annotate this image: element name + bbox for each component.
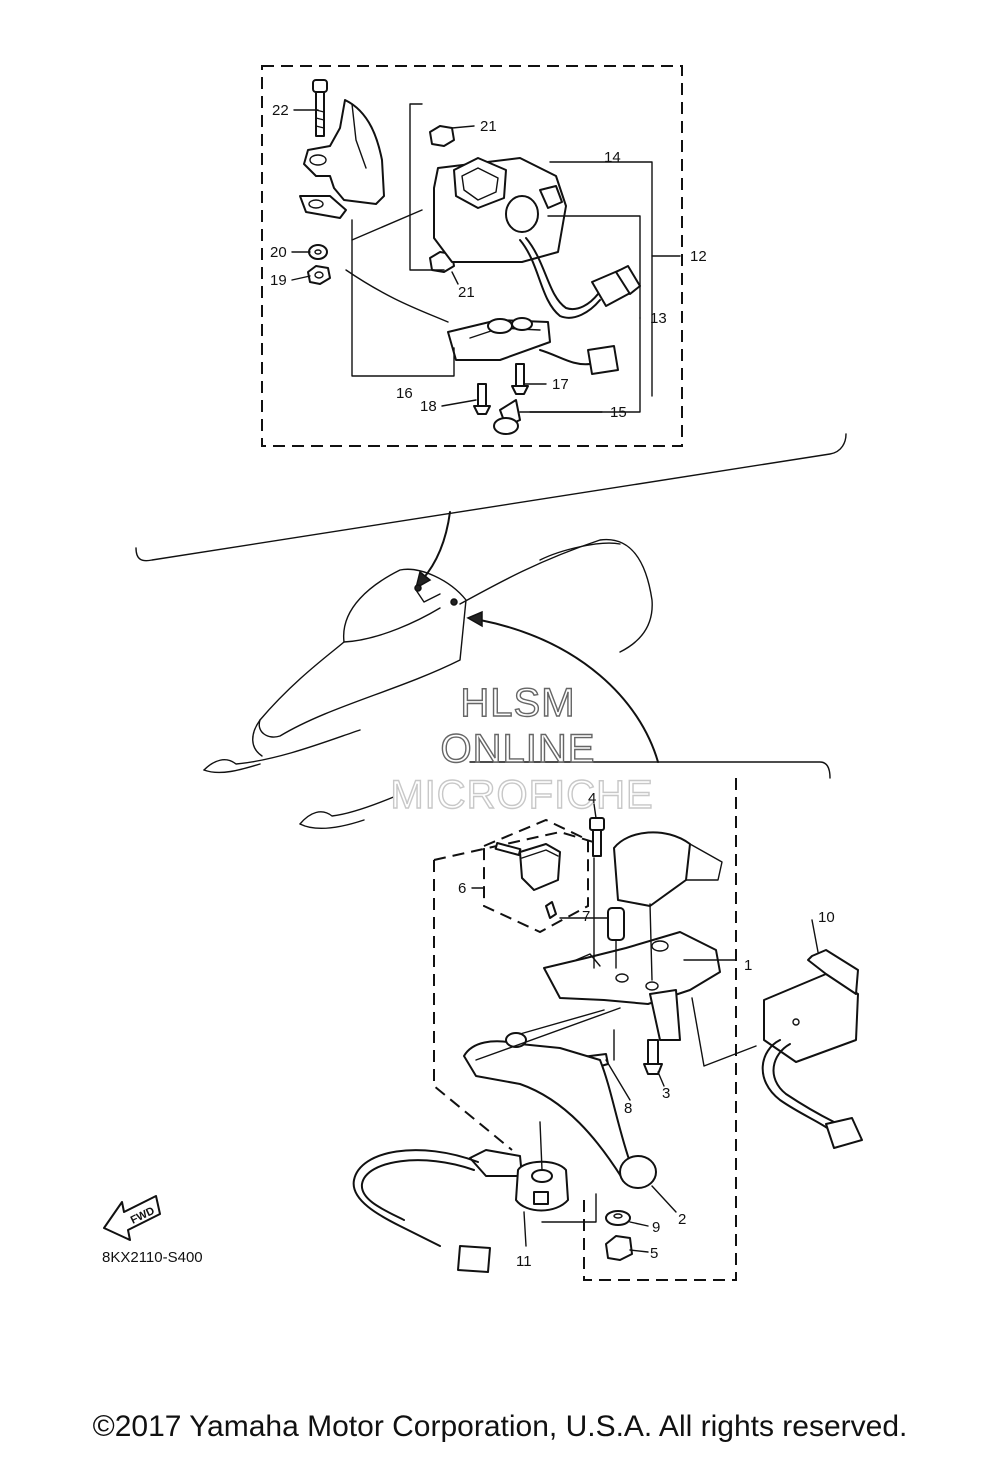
svg-text:ONLINE: ONLINE xyxy=(441,727,596,771)
callout-8: 8 xyxy=(624,1100,632,1117)
callout-17: 17 xyxy=(552,376,569,393)
svg-text:MICROFICHE: MICROFICHE xyxy=(390,773,653,817)
callout-15: 15 xyxy=(610,404,627,421)
callout-18: 18 xyxy=(420,398,437,415)
callout-3: 3 xyxy=(662,1085,670,1102)
callout-12: 12 xyxy=(690,248,707,265)
callout-14: 14 xyxy=(604,149,621,166)
callout-7: 7 xyxy=(582,908,590,925)
switch-housing-14 xyxy=(433,157,567,263)
nut-5 xyxy=(605,1235,633,1261)
callout-6: 6 xyxy=(458,880,466,897)
connector-11 xyxy=(457,1245,491,1273)
screw-17 xyxy=(511,363,529,395)
callout-16: 16 xyxy=(396,385,413,402)
callout-2: 2 xyxy=(678,1211,686,1228)
callout-21-bottom: 21 xyxy=(458,284,475,301)
copyright-notice: ©2017 Yamaha Motor Corporation, U.S.A. A… xyxy=(92,1410,908,1443)
callout-13: 13 xyxy=(650,310,667,327)
svg-text:HLSM: HLSM xyxy=(460,681,575,725)
lever-bracket-1 xyxy=(543,931,721,1041)
figure-code: 8KX2110-S400 xyxy=(102,1249,203,1266)
relay-module-10 xyxy=(763,949,859,1063)
nut-21-top xyxy=(429,125,455,147)
housing-wire xyxy=(519,239,601,319)
base-wire xyxy=(539,349,591,366)
kit-6-dashed-box xyxy=(483,818,589,934)
callout-1: 1 xyxy=(744,957,752,974)
upper-dashed-frame xyxy=(261,65,683,447)
switch-11-wire xyxy=(352,1149,479,1247)
callout-19: 19 xyxy=(270,272,287,289)
stop-switch-11 xyxy=(469,1149,569,1212)
screw-18 xyxy=(473,383,491,415)
module-10-wire xyxy=(761,1039,831,1131)
connector-10 xyxy=(825,1117,863,1149)
callout-21-top: 21 xyxy=(480,118,497,135)
nut-19 xyxy=(307,265,331,285)
switch-base-16 xyxy=(447,317,551,361)
callout-9: 9 xyxy=(652,1219,660,1236)
connector-16 xyxy=(587,345,619,375)
callout-11: 11 xyxy=(516,1253,532,1270)
upper-assembly-group: 22 21 14 12 20 19 21 13 16 17 18 15 xyxy=(261,65,707,447)
bolt-22 xyxy=(312,79,328,137)
bracket-part xyxy=(303,99,385,205)
pin-7 xyxy=(607,907,625,941)
lever-cover xyxy=(613,831,691,907)
pointer-arrow-upper xyxy=(421,511,451,581)
lower-dashed-frame xyxy=(583,778,737,1281)
callout-5: 5 xyxy=(650,1245,658,1262)
lower-assembly-group: 4 6 7 1 10 3 8 2 9 11 5 xyxy=(352,778,863,1281)
washer-20 xyxy=(308,244,328,260)
callout-20: 20 xyxy=(270,244,287,261)
watermark: HLSM ONLINE MICROFICHE xyxy=(390,680,654,817)
callout-10: 10 xyxy=(818,909,835,926)
callout-22: 22 xyxy=(272,102,289,119)
pointer-arrow-lower xyxy=(479,619,659,763)
snowmobile-outline xyxy=(135,433,847,829)
callout-4: 4 xyxy=(588,790,596,807)
screw-15 xyxy=(493,399,521,435)
fwd-arrow-icon: FWD xyxy=(103,1195,161,1241)
